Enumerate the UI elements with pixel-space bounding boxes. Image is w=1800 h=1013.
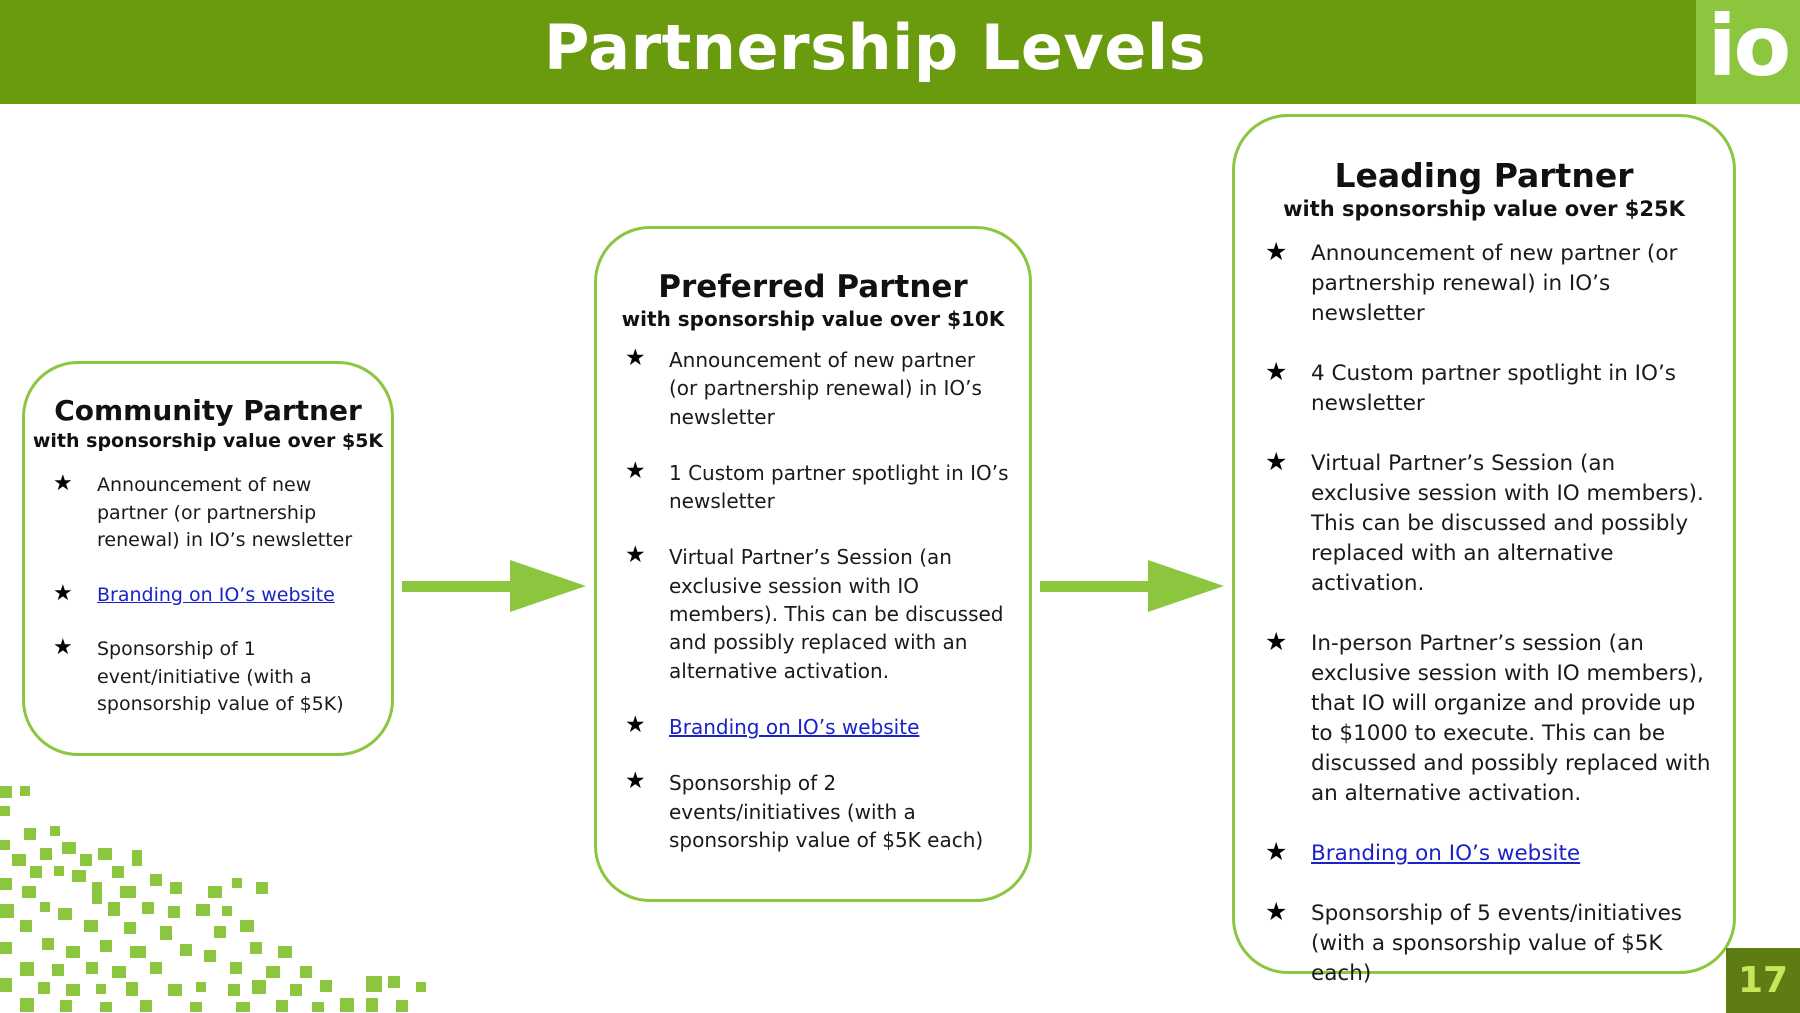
benefit-item: ★ Announcement of new partner (or partne…: [53, 471, 371, 555]
star-icon: ★: [625, 711, 646, 738]
benefit-item: ★ 1 Custom partner spotlight in IO’s new…: [625, 457, 1009, 516]
preferred-partner-card: Preferred Partner with sponsorship value…: [594, 226, 1032, 902]
benefit-item: ★ Virtual Partner’s Session (an exclusiv…: [625, 542, 1009, 684]
card-subtitle: with sponsorship value over $5K: [32, 430, 384, 452]
branding-link[interactable]: Branding on IO’s website: [97, 583, 335, 606]
card-subtitle: with sponsorship value over $10K: [621, 307, 1005, 331]
card-subtitle: with sponsorship value over $25K: [1283, 197, 1685, 221]
star-icon: ★: [625, 542, 646, 569]
star-icon: ★: [1265, 357, 1288, 386]
benefit-item: ★ Sponsorship of 5 events/initiatives (w…: [1265, 897, 1713, 989]
benefit-text: Virtual Partner’s Session (an exclusive …: [1311, 451, 1704, 596]
header-bar: Partnership Levels io: [0, 0, 1800, 104]
star-icon: ★: [53, 471, 73, 496]
star-icon: ★: [1265, 237, 1288, 266]
benefit-item: ★ Announcement of new partner (or partne…: [1265, 237, 1713, 329]
star-icon: ★: [625, 345, 646, 371]
card-title: Preferred Partner: [658, 269, 968, 305]
star-icon: ★: [1265, 837, 1288, 866]
branding-link[interactable]: Branding on IO’s website: [669, 714, 920, 739]
page-number: 17: [1726, 948, 1800, 1013]
benefit-text: Sponsorship of 1 event/initiative (with …: [97, 638, 344, 715]
card-title: Leading Partner: [1334, 156, 1634, 195]
benefit-text: Sponsorship of 2 events/initiatives (wit…: [669, 771, 984, 852]
benefit-item: ★ Branding on IO’s website: [1265, 837, 1713, 869]
star-icon: ★: [1265, 627, 1288, 656]
star-icon: ★: [53, 580, 73, 606]
benefit-text: Virtual Partner’s Session (an exclusive …: [669, 545, 1004, 683]
leading-partner-card: Leading Partner with sponsorship value o…: [1232, 114, 1736, 986]
benefit-text: 4 Custom partner spotlight in IO’s newsl…: [1311, 361, 1676, 416]
benefit-item: ★ Announcement of new partner (or partne…: [625, 345, 1009, 431]
star-icon: ★: [1265, 897, 1288, 926]
logo-text: io: [1707, 0, 1792, 95]
community-partner-card: Community Partner with sponsorship value…: [22, 361, 394, 756]
benefit-text: In-person Partner’s session (an exclusiv…: [1311, 631, 1711, 806]
star-icon: ★: [53, 635, 73, 660]
benefit-text: Announcement of new partner (or partners…: [97, 474, 353, 551]
benefit-item: ★ Branding on IO’s website: [625, 711, 1009, 741]
pixel-mosaic-decoration: [0, 786, 426, 1012]
star-icon: ★: [625, 457, 646, 484]
arrow-right-icon: [402, 560, 586, 612]
benefit-item: ★ Virtual Partner’s Session (an exclusiv…: [1265, 447, 1713, 599]
page-title: Partnership Levels: [543, 11, 1207, 84]
benefit-text: Sponsorship of 5 events/initiatives (wit…: [1311, 901, 1683, 986]
benefit-item: ★ In-person Partner’s session (an exclus…: [1265, 627, 1713, 809]
star-icon: ★: [625, 768, 646, 795]
benefit-item: ★ Sponsorship of 2 events/initiatives (w…: [625, 768, 1009, 854]
star-icon: ★: [1265, 447, 1288, 476]
card-title: Community Partner: [54, 394, 362, 427]
benefit-text: Announcement of new partner (or partners…: [669, 348, 982, 429]
arrow-right-icon: [1040, 560, 1224, 612]
benefit-text: 1 Custom partner spotlight in IO’s newsl…: [669, 460, 1009, 514]
benefit-item: ★ Sponsorship of 1 event/initiative (wit…: [53, 635, 371, 719]
io-logo: io: [1696, 0, 1800, 104]
benefit-item: ★ 4 Custom partner spotlight in IO’s new…: [1265, 357, 1713, 419]
branding-link[interactable]: Branding on IO’s website: [1311, 841, 1581, 866]
benefit-item: ★ Branding on IO’s website: [53, 580, 371, 610]
benefit-text: Announcement of new partner (or partners…: [1311, 241, 1678, 326]
